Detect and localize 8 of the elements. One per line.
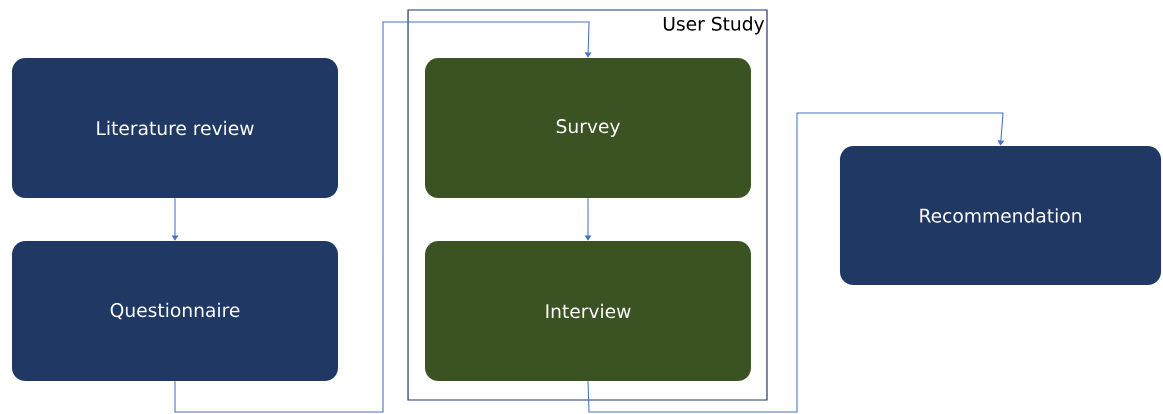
- arrow: [171, 197, 179, 241]
- process-box: Questionnaire: [12, 241, 338, 381]
- process-box: Literature review: [12, 58, 338, 198]
- process-box: Interview: [425, 241, 751, 381]
- arrow: [587, 112, 1005, 413]
- process-box: Recommendation: [840, 146, 1162, 285]
- process-box: Survey: [425, 58, 751, 198]
- arrow: [174, 21, 592, 413]
